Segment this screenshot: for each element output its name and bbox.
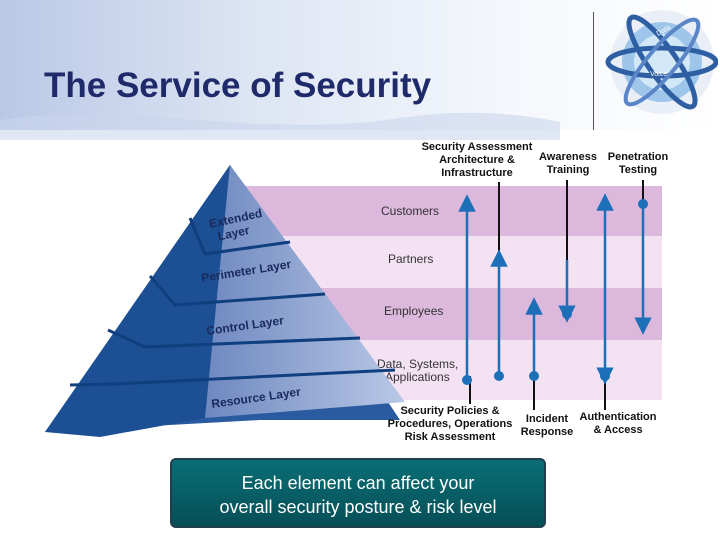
label-security-policies: Security Policies &Procedures, Operation…: [388, 405, 513, 443]
arrow-penetration-dot: [638, 199, 648, 209]
pyramid-divider-4: [69, 368, 396, 387]
header-wave: [0, 112, 560, 140]
arrow-awareness-dot: [562, 309, 572, 319]
pyramid-left-face: [45, 165, 230, 437]
arrow-assessment-dot: [494, 371, 504, 381]
arrow-authentication-dot: [600, 371, 610, 381]
pyramid-divider-1: [188, 217, 291, 256]
slide-title: The Service of Security: [44, 66, 432, 105]
arrow-incident-dot: [529, 371, 539, 381]
callout-line-2: overall security posture & risk level: [219, 497, 497, 517]
band-customers: [240, 186, 662, 236]
globe-logo-icon: Video Data Voice: [605, 10, 718, 114]
header-band: [0, 0, 720, 130]
pyramid-divider-2: [148, 275, 326, 307]
band-label-partners: Partners: [388, 252, 433, 266]
arrow-policies-dot: [462, 375, 472, 385]
label-authentication-access: Authentication& Access: [580, 411, 657, 436]
band-label-data-systems: Data, Systems,Applications: [377, 357, 458, 384]
callout-line-1: Each element can affect your: [241, 473, 475, 493]
header-divider: [593, 12, 594, 130]
callout-box: Each element can affect your overall sec…: [170, 458, 546, 528]
pyramid-front-face: [205, 165, 405, 418]
logo-text-voice: Voice: [650, 71, 667, 78]
pyramid-divider-3: [107, 328, 361, 349]
band-label-employees: Employees: [384, 304, 443, 318]
band-label-customers: Customers: [381, 204, 439, 218]
